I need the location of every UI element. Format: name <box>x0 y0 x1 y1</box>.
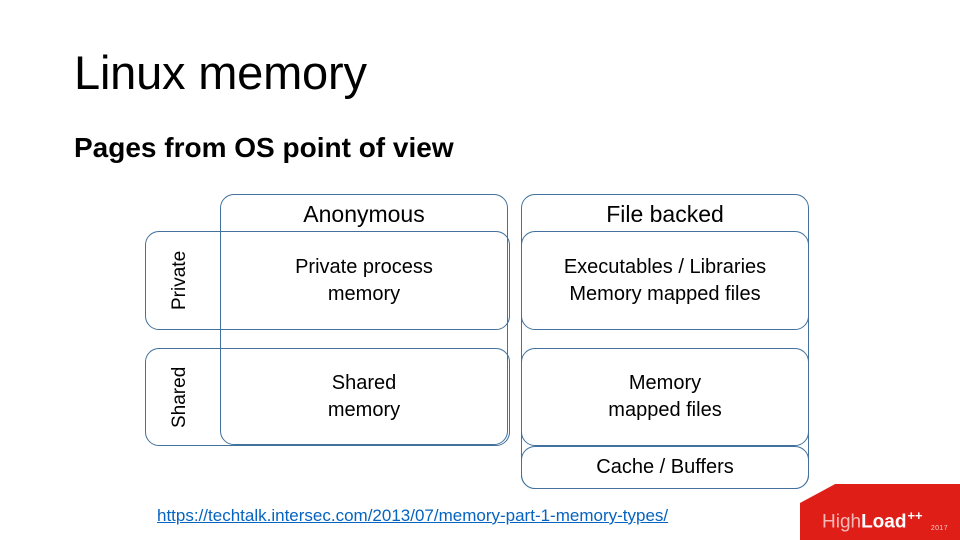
column-header-file-backed: File backed <box>606 201 724 228</box>
page-title: Linux memory <box>74 46 367 99</box>
row-label-private: Private <box>169 250 190 311</box>
logo-wordmark: HighLoad++ <box>822 509 923 531</box>
cell-cache-buffers: Cache / Buffers <box>596 456 734 478</box>
logo-text-load: Load <box>861 511 907 532</box>
column-header-anonymous: Anonymous <box>303 201 425 228</box>
row-box-shared <box>145 348 510 446</box>
page-subtitle: Pages from OS point of view <box>74 132 454 163</box>
cell-private-anonymous: Private process memory <box>295 255 433 305</box>
logo-text-plusplus: ++ <box>907 507 923 523</box>
logo-banner-shape <box>800 484 960 540</box>
cell-shared-anonymous: Shared memory <box>327 372 401 421</box>
cell-box-private-file-backed <box>521 231 809 330</box>
logo-text-high: High <box>822 511 862 532</box>
row-label-shared: Shared <box>169 366 190 428</box>
logo-year: 2017 <box>930 525 948 532</box>
highload-logo: HighLoad++ 2017 <box>800 484 960 540</box>
row-box-private <box>145 231 510 330</box>
cell-box-shared-file-backed <box>521 348 809 446</box>
cell-box-cache-buffers <box>521 446 809 489</box>
cell-shared-file-backed: Memory mapped files <box>608 372 722 421</box>
cell-private-file-backed: Executables / Libraries Memory mapped fi… <box>563 255 767 305</box>
source-url-link[interactable]: https://techtalk.intersec.com/2013/07/me… <box>157 506 669 525</box>
